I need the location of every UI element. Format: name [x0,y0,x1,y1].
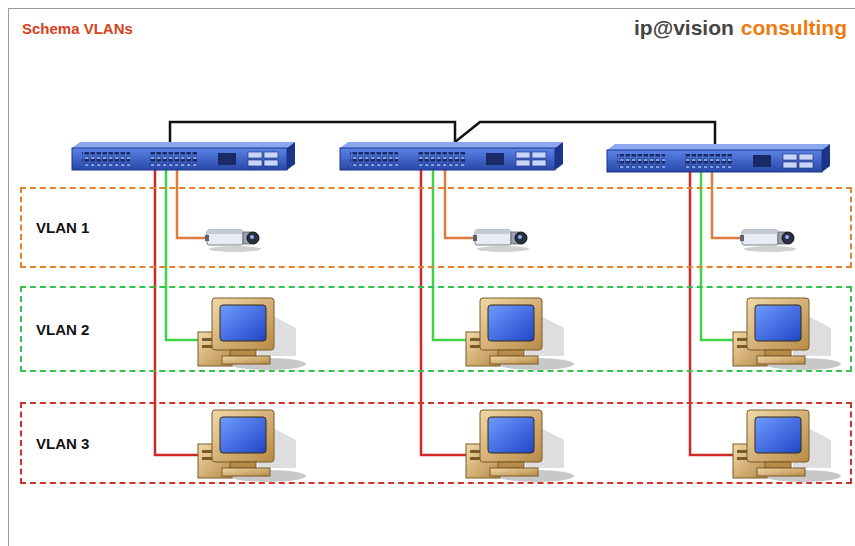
computer [198,298,306,370]
ip-camera [205,230,261,252]
logo-text: consulting [741,16,847,40]
computer [466,410,574,482]
computer [466,298,574,370]
trunk-links [170,122,715,144]
network-switch [607,144,830,172]
ip-camera [740,230,796,252]
network-switch [340,142,563,170]
logo-text: ip@vision [634,16,734,40]
network-switch [72,142,295,170]
vlan-band: VLAN 1 [20,187,852,268]
vlan-label: VLAN 3 [22,435,89,452]
logo: ip@vision consulting [634,16,847,40]
vlan-label: VLAN 2 [22,321,89,338]
frame [9,9,855,546]
computer [733,298,841,370]
vlan-label: VLAN 1 [22,219,89,236]
ip-camera [473,230,529,252]
vlan-band: VLAN 3 [20,402,852,484]
computer [733,410,841,482]
diagram-title: Schema VLANs [22,20,133,37]
computer [198,410,306,482]
vlan-band: VLAN 2 [20,286,852,372]
